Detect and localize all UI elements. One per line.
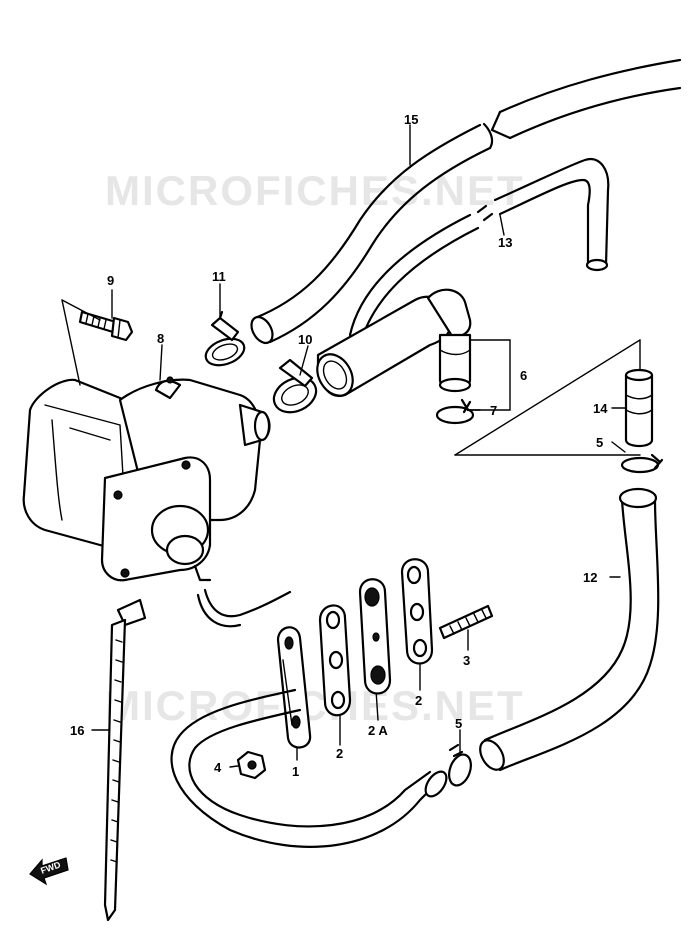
gasket-2-left xyxy=(318,604,352,717)
callout-14: 14 xyxy=(593,401,608,416)
callout-5-upper: 5 xyxy=(596,435,603,450)
pump-outlet-hose xyxy=(196,588,292,628)
watermark-bottom: MICROFICHES.NET xyxy=(105,682,525,729)
callout-12: 12 xyxy=(583,570,597,585)
callouts: 1 2 2 2 A 3 4 5 5 6 7 8 9 10 11 12 13 14… xyxy=(70,112,608,779)
clamp-5-upper xyxy=(620,453,664,474)
elbow-6 xyxy=(316,288,472,398)
leader-lines xyxy=(61,124,641,768)
callout-5-lower: 5 xyxy=(455,716,462,731)
hose-13 xyxy=(348,157,610,347)
callout-2-left: 2 xyxy=(336,746,343,761)
callout-9: 9 xyxy=(107,273,114,288)
plate-2a xyxy=(358,578,392,695)
callout-15: 15 xyxy=(404,112,418,127)
bolt-9 xyxy=(78,310,134,342)
joint-14 xyxy=(624,368,654,448)
watermark-top: MICROFICHES.NET xyxy=(105,167,525,214)
cable-tie-16 xyxy=(103,598,147,922)
stud-3 xyxy=(438,604,494,640)
callout-16: 16 xyxy=(70,723,84,738)
callout-13: 13 xyxy=(498,235,512,250)
lower-hose xyxy=(170,688,448,848)
callout-1: 1 xyxy=(292,764,299,779)
callout-2-right: 2 xyxy=(415,693,422,708)
gasket-1 xyxy=(276,626,312,749)
forward-arrow-icon: FWD xyxy=(29,857,69,886)
clamp-7 xyxy=(435,398,475,425)
gasket-2-right xyxy=(400,558,434,665)
callout-10: 10 xyxy=(298,332,312,347)
clamp-10 xyxy=(272,358,318,414)
callout-11: 11 xyxy=(212,269,226,284)
fuel-pump-8 xyxy=(22,376,271,582)
clamp-11 xyxy=(204,310,246,367)
callout-6: 6 xyxy=(520,368,527,383)
callout-7: 7 xyxy=(490,403,497,418)
callout-2a: 2 A xyxy=(368,723,388,738)
hose-15 xyxy=(250,58,682,345)
callout-4: 4 xyxy=(214,760,222,775)
callout-8: 8 xyxy=(157,331,164,346)
nut-4 xyxy=(236,750,267,780)
clamp-5-lower xyxy=(448,743,472,787)
callout-3: 3 xyxy=(463,653,470,668)
hose-12 xyxy=(479,487,660,772)
